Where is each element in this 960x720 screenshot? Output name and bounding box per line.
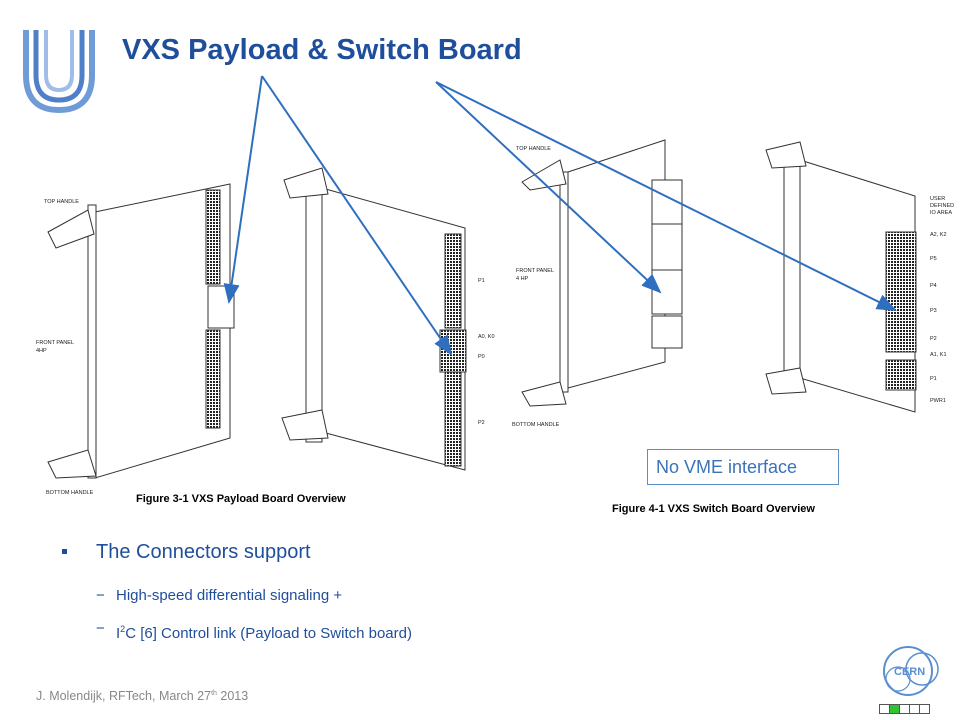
no-vme-callout-text: No VME interface — [656, 457, 798, 477]
label-p0: P0 — [478, 354, 485, 360]
board-figures: TOP HANDLE FRONT PANEL 4HP BOTTOM HANDLE… — [36, 75, 954, 515]
label-top-handle: TOP HANDLE — [44, 199, 79, 205]
bullet-main-text: The Connectors support — [96, 541, 311, 563]
switch-board-right-drawing: USER DEFINED IO AREA A2, K2 P5 P4 P3 P2 … — [765, 141, 954, 413]
arrow-payload-left — [223, 75, 263, 304]
footer-suffix: 2013 — [216, 689, 249, 703]
bullet-list: The Connectors support − High-speed diff… — [62, 541, 412, 653]
footer-author: J. Molendijk, RFTech, March 27th 2013 — [36, 689, 248, 703]
label-a2k2: A2, K2 — [930, 232, 947, 238]
label-front-panel-hp: 4HP — [36, 348, 47, 354]
arrow-payload-right — [261, 75, 453, 356]
switch-board-left-drawing: TOP HANDLE FRONT PANEL 4 HP BOTTOM HANDL… — [512, 139, 683, 428]
switch-figure-caption: Figure 4-1 VXS Switch Board Overview — [612, 503, 815, 515]
label-p3: P3 — [930, 308, 937, 314]
bullet-sub-1-text: High-speed differential signaling + — [116, 587, 343, 604]
arrow-switch-right — [435, 81, 897, 311]
payload-board-right-drawing: P1 A0, K0 P0 P2 — [281, 167, 495, 471]
dash-icon: − — [96, 587, 105, 604]
cern-logo: CERN — [883, 646, 939, 696]
label-a1k1: A1, K1 — [930, 352, 947, 358]
university-logo — [23, 30, 95, 114]
label-front-panel: FRONT PANEL — [36, 340, 74, 346]
label-io-area: IO AREA — [930, 210, 952, 216]
slide-nav-strip — [879, 704, 930, 714]
bullet-main: The Connectors support — [62, 541, 412, 571]
label-p4: P4 — [930, 283, 937, 289]
bullet-sub-2-prefix: I — [116, 625, 121, 642]
label-defined: DEFINED — [930, 203, 954, 209]
label-p1-switch: P1 — [930, 376, 937, 382]
label-bottom-handle: BOTTOM HANDLE — [46, 490, 94, 496]
label-front-panel-switch: FRONT PANEL — [516, 268, 554, 274]
label-pwr1: PWR1 — [930, 398, 946, 404]
no-vme-callout: No VME interface — [647, 449, 839, 485]
callout-arrows — [223, 75, 897, 356]
cern-logo-text: CERN — [894, 666, 925, 678]
footer-prefix: J. Molendijk, RFTech, March 27 — [36, 689, 212, 703]
dash-icon: − — [96, 620, 105, 637]
footer-sup: th — [211, 689, 217, 697]
bullet-marker-icon — [62, 549, 67, 554]
label-front-panel-hp-switch: 4 HP — [516, 276, 529, 282]
arrow-switch-left — [435, 81, 662, 294]
label-p2-switch: P2 — [930, 336, 937, 342]
label-p1: P1 — [478, 278, 485, 284]
label-p2: P2 — [478, 420, 485, 426]
label-user: USER — [930, 196, 945, 202]
label-bottom-handle-switch: BOTTOM HANDLE — [512, 422, 560, 428]
bullet-sub-2-text: C [6] Control link (Payload to Switch bo… — [125, 625, 412, 642]
payload-figure-caption: Figure 3-1 VXS Payload Board Overview — [136, 493, 346, 505]
slide-title: VXS Payload & Switch Board — [122, 34, 522, 66]
label-top-handle-switch: TOP HANDLE — [516, 146, 551, 152]
payload-board-left-drawing: TOP HANDLE FRONT PANEL 4HP BOTTOM HANDLE — [36, 183, 235, 496]
bullet-sub-2: − I2C [6] Control link (Payload to Switc… — [62, 620, 412, 653]
label-a0k0: A0, K0 — [478, 334, 495, 340]
bullet-sub-2-sup: 2 — [120, 624, 126, 634]
bullet-sub-1: − High-speed differential signaling + — [62, 587, 412, 620]
label-p5: P5 — [930, 256, 937, 262]
nav-cell-5[interactable] — [919, 704, 930, 714]
